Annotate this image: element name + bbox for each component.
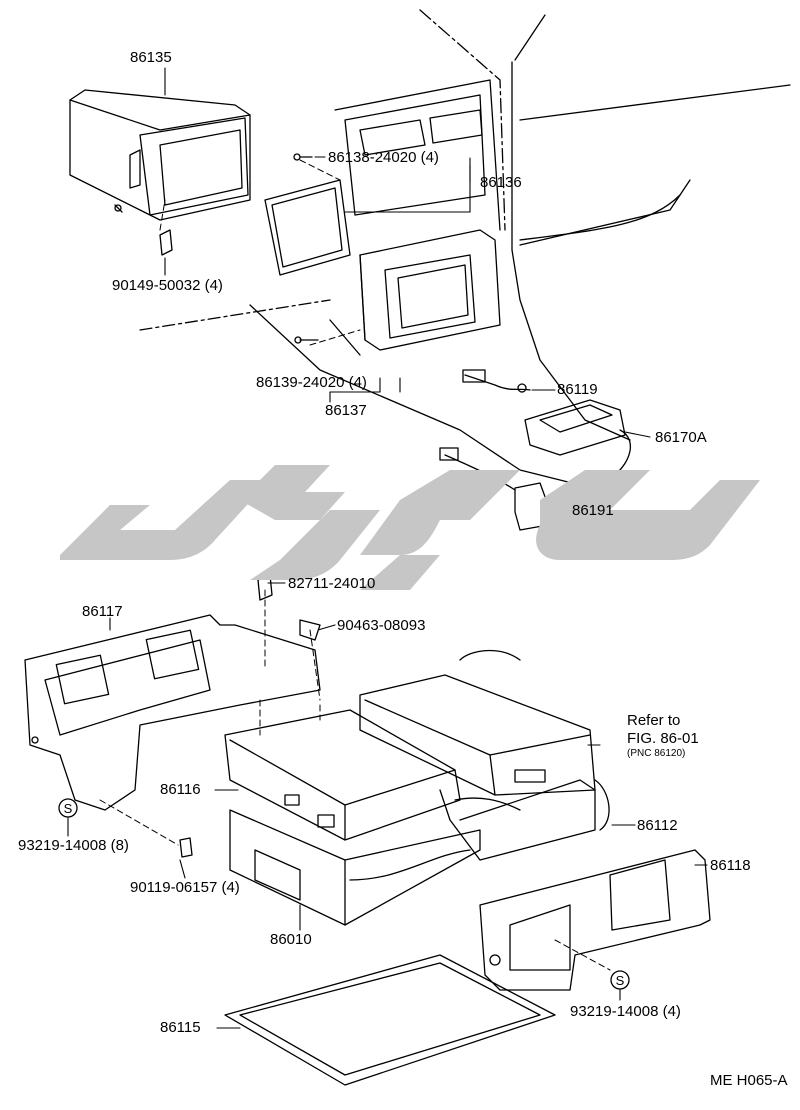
figure-code: ME H065-A: [710, 1072, 788, 1089]
tray-86115: [224, 954, 556, 1086]
dashed-assembly-lines: [99, 159, 611, 971]
callout-86010: 86010: [270, 931, 312, 948]
cable-86112: [439, 779, 610, 861]
callout-86191: 86191: [572, 502, 614, 519]
callout-93219-right: 93219-14008 (4): [570, 1003, 681, 1020]
bracket-86117: [24, 614, 321, 811]
callout-86135: 86135: [130, 49, 172, 66]
callout-86116: 86116: [160, 781, 201, 798]
callout-86138: 86138-24020 (4): [328, 149, 439, 166]
callout-86170A: 86170A: [655, 429, 707, 446]
washer-symbol-left: [58, 798, 78, 818]
reference-line-3: (PNC 86120): [627, 748, 686, 759]
amplifier-86116: [224, 709, 461, 841]
reference-line-1: Refer to: [627, 712, 681, 729]
monitor-86137: [294, 229, 501, 351]
reference-line-2: FIG. 86-01: [627, 730, 699, 747]
bracket-86136: [264, 153, 351, 276]
washer-symbol-right: [610, 970, 630, 990]
unit-86010: [229, 809, 481, 926]
callout-86115: 86115: [160, 1019, 201, 1036]
callout-86136: 86136: [480, 174, 522, 191]
watermark-logo: [60, 465, 760, 590]
display-hood-86135: [69, 89, 251, 221]
washer-s-left: S: [64, 801, 73, 816]
leader-lines: [67, 67, 708, 1029]
bracket-86118: [479, 849, 711, 991]
callout-90149: 90149-50032 (4): [112, 277, 223, 294]
washer-s-right: S: [616, 973, 625, 988]
callout-90119: 90119-06157 (4): [130, 879, 240, 896]
radio-head-unit: [359, 649, 596, 796]
remote-86170A: [462, 369, 631, 486]
callout-86137: 86137: [325, 402, 367, 419]
callout-86117: 86117: [82, 603, 123, 620]
dashboard-outline: [139, 9, 791, 491]
callout-82711: 82711-24010: [288, 575, 376, 592]
callout-86119: 86119: [557, 381, 598, 398]
callout-90463: 90463-08093: [337, 617, 426, 634]
callout-93219-left: 93219-14008 (8): [18, 837, 129, 854]
callout-86112: 86112: [637, 817, 678, 834]
callout-86139: 86139-24020 (4): [256, 374, 367, 391]
callout-86118: 86118: [710, 857, 751, 874]
